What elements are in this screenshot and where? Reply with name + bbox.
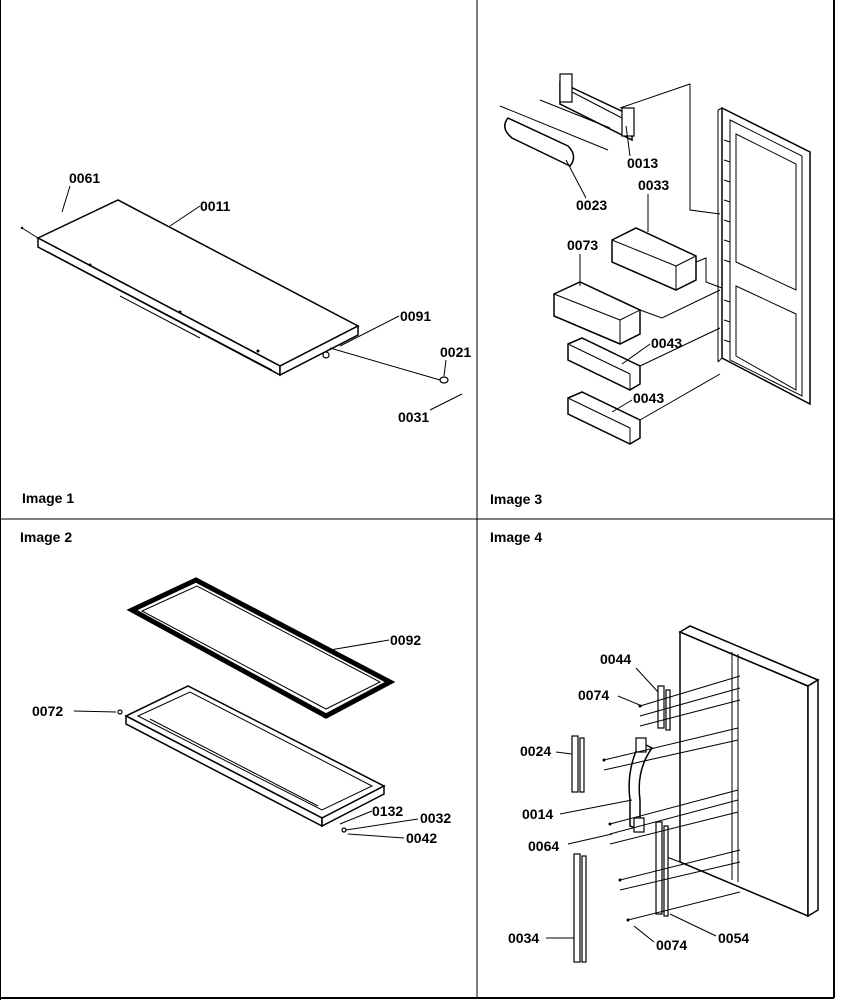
trim-0024-drawing <box>571 735 585 793</box>
shelf-drawing <box>20 199 449 384</box>
leader-0064 <box>567 833 613 845</box>
leader-0032 <box>345 818 419 831</box>
caption-image-1: Image 1 <box>22 490 74 506</box>
label-0024: 0024 <box>520 743 551 759</box>
door-panel-drawing <box>663 625 820 918</box>
dairy-cover-drawing <box>499 99 611 167</box>
leader-0042 <box>347 833 405 839</box>
label-0072: 0072 <box>32 703 63 719</box>
bin-0043-upper-drawing <box>567 337 641 391</box>
glass-panel-drawing <box>126 577 396 719</box>
trim-0034-drawing <box>573 853 587 963</box>
label-0132: 0132 <box>372 803 403 819</box>
label-0043-upper: 0043 <box>651 335 682 351</box>
leader-0024 <box>555 751 573 755</box>
shelf-frame-drawing <box>117 685 386 833</box>
image-3-panel: 0013 0023 0033 0073 0043 0043 Image 3 <box>490 73 811 507</box>
caption-image-3: Image 3 <box>490 491 542 507</box>
label-0032: 0032 <box>420 810 451 826</box>
leader-0013 <box>625 125 631 157</box>
leader-0044 <box>635 667 659 693</box>
image-4-panel: Image 4 <box>490 529 820 963</box>
trim-lower-drawing <box>655 821 669 917</box>
label-0054: 0054 <box>718 930 749 946</box>
leader-0092 <box>329 639 390 651</box>
label-0073: 0073 <box>567 237 598 253</box>
leader-0132 <box>339 810 373 825</box>
label-0074-upper: 0074 <box>578 687 609 703</box>
bin-0043-lower-drawing <box>567 391 641 445</box>
label-0092: 0092 <box>390 632 421 648</box>
label-0011: 0011 <box>200 198 231 214</box>
leader-0011 <box>169 205 201 227</box>
caption-image-2: Image 2 <box>20 529 72 545</box>
leader-0072 <box>73 710 117 713</box>
leader-0021 <box>443 359 447 377</box>
label-0023: 0023 <box>576 197 607 213</box>
label-0013: 0013 <box>627 155 658 171</box>
label-0042: 0042 <box>406 830 437 846</box>
leader-0074-lower <box>633 925 655 943</box>
label-0074-lower: 0074 <box>656 937 687 953</box>
label-0064: 0064 <box>528 838 559 854</box>
leader-0023 <box>565 159 587 199</box>
label-0091: 0091 <box>400 308 431 324</box>
leader-0054 <box>669 913 717 937</box>
trim-upper-drawing <box>657 685 671 731</box>
leader-0031 <box>429 393 463 411</box>
bin-0073-drawing <box>553 281 641 345</box>
image-1-panel: 0061 0011 0091 0021 0031 Image 1 <box>20 170 471 506</box>
leader-0014 <box>559 799 633 815</box>
label-0021: 0021 <box>440 344 471 360</box>
door-drawing <box>717 106 811 406</box>
label-0031: 0031 <box>398 409 429 425</box>
label-0061: 0061 <box>69 170 100 186</box>
label-0033: 0033 <box>638 177 669 193</box>
leader-0043-lower <box>611 399 633 413</box>
caption-image-4: Image 4 <box>490 529 542 545</box>
dairy-bin-drawing <box>559 73 635 142</box>
label-0044: 0044 <box>600 651 631 667</box>
label-0014: 0014 <box>522 806 553 822</box>
leader-0074-upper <box>617 695 643 707</box>
image-2-panel: Image 2 0092 0072 0132 0032 0042 <box>20 529 451 846</box>
leader-0091 <box>339 315 400 347</box>
leader-0043-upper <box>621 343 651 365</box>
screw-lines <box>602 675 741 922</box>
leader-0061 <box>61 185 71 213</box>
label-0043-lower: 0043 <box>633 390 664 406</box>
bin-0033-drawing <box>611 227 697 291</box>
label-0034: 0034 <box>508 930 539 946</box>
